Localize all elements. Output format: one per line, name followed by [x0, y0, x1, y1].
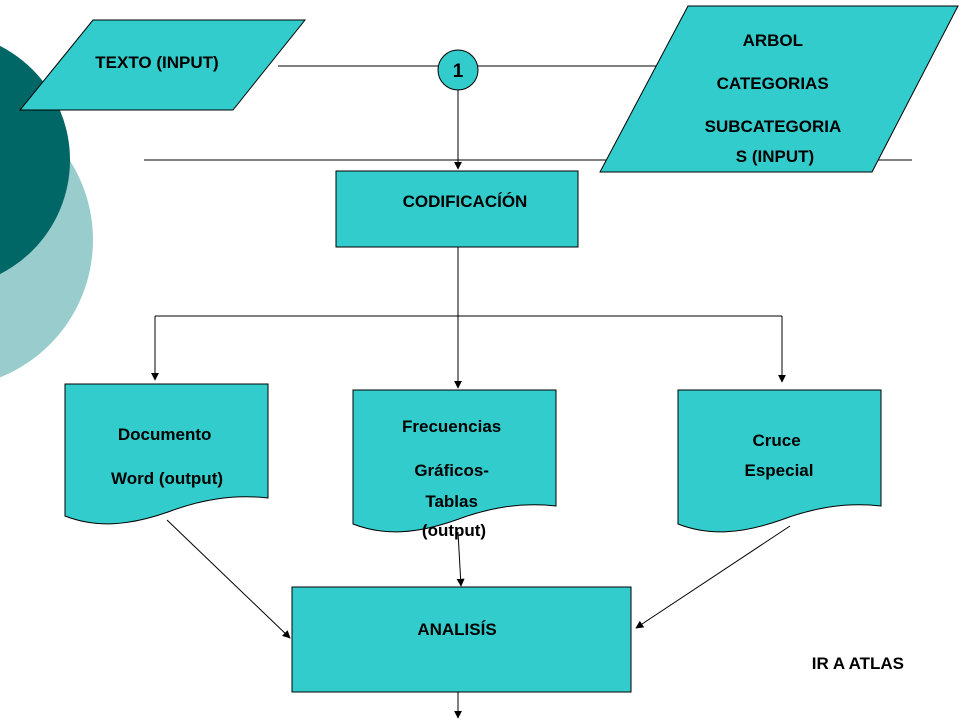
- arrow-cross-to-analysis: [635, 525, 791, 629]
- input-tree-shape: [599, 5, 959, 173]
- input-tree-line-4: S (INPUT): [736, 147, 814, 166]
- coding-label: CODIFICACÍÓN: [403, 192, 528, 211]
- output-freq-line-1: Frecuencias: [402, 417, 501, 436]
- input-tree-label: ARBOL CATEGORIAS SUBCATEGORIA S (INPUT): [705, 31, 846, 166]
- output-freq-line-2: Gráficos-: [414, 461, 489, 480]
- output-cross-line-1: Cruce: [753, 431, 801, 450]
- input-tree-line-1: ARBOL: [743, 31, 803, 50]
- input-tree-line-3: SUBCATEGORIA: [705, 117, 841, 136]
- connector-number: 1: [453, 61, 464, 82]
- input-text-shape: [18, 19, 307, 111]
- output-cross-shape: [677, 389, 882, 533]
- output-word-label: Documento Word (output): [111, 425, 223, 488]
- output-freq-line-4: (output): [422, 521, 486, 540]
- atlas-link[interactable]: IR A ATLAS: [812, 654, 904, 673]
- output-freq-shape: [352, 389, 557, 533]
- connector-circle: [437, 49, 479, 91]
- arrow-freq-to-analysis: [456, 531, 465, 587]
- output-cross-label: Cruce Especial: [745, 431, 814, 480]
- input-text-label: TEXTO (INPUT): [95, 53, 218, 72]
- output-cross-line-2: Especial: [745, 461, 814, 480]
- arrow-word-to-analysis: [166, 519, 291, 639]
- input-tree-line-2: CATEGORIAS: [717, 74, 829, 93]
- analysis-label: ANALISÍS: [417, 620, 496, 639]
- output-word-line-2: Word (output): [111, 469, 223, 488]
- output-freq-line-3: Tablas: [425, 492, 478, 511]
- output-word-line-1: Documento: [118, 425, 212, 444]
- coding-box: [335, 170, 579, 248]
- output-freq-label: Frecuencias Gráficos- Tablas (output): [402, 417, 506, 540]
- output-word-shape: [64, 383, 269, 525]
- analysis-box: [291, 586, 632, 693]
